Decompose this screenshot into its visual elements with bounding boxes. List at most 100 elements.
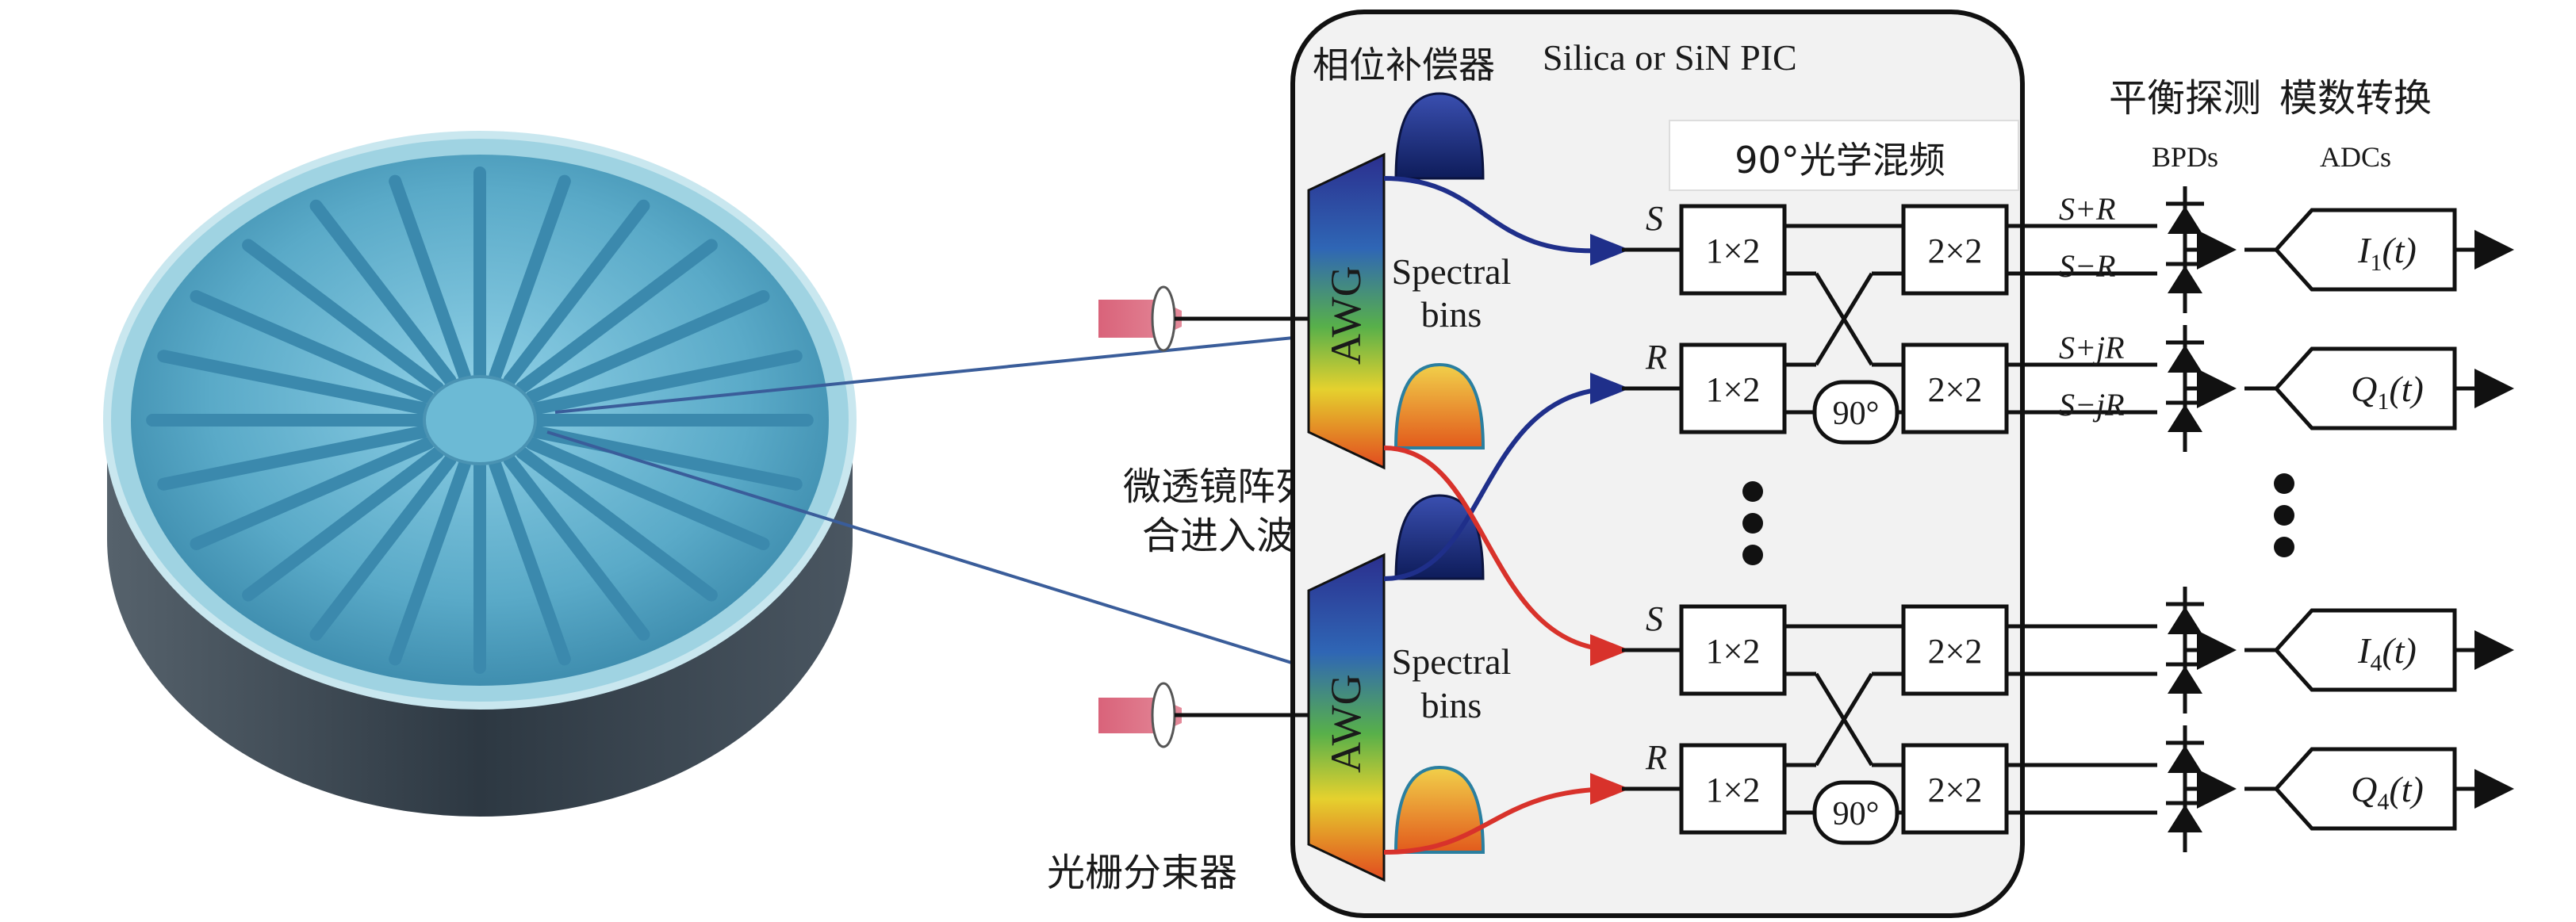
bpd-header-en: BPDs	[2152, 141, 2218, 173]
signal-label: R	[1645, 338, 1667, 377]
hybrid-output-label: S+jR	[2059, 330, 2125, 365]
lens-spoke	[516, 446, 718, 602]
signal-label: R	[1645, 738, 1667, 777]
hybrid-networks: S R 1×2 1×2 2×2 2×2 90° S+R S−R S+jR S−jR S R 1×2 1×2 2…	[1622, 191, 2157, 845]
photodiode	[2168, 805, 2202, 832]
photodiode	[2168, 666, 2202, 694]
adc-output-label: I1(t)	[2357, 230, 2417, 276]
splitter-1x2-label: 1×2	[1706, 370, 1761, 409]
lens-spoke	[389, 458, 471, 666]
coupler-2x2-label: 2×2	[1928, 231, 1983, 270]
blue-arrow-bottom	[1590, 373, 1630, 404]
signal-label: S	[1646, 199, 1663, 238]
blue-path-top	[1383, 176, 1619, 254]
phase-shifter-label: 90°	[1833, 796, 1880, 832]
lens-spoke	[389, 174, 471, 382]
splitter-1x2	[1679, 604, 1787, 696]
lens-spoke	[524, 437, 770, 550]
lens-spoke	[531, 350, 803, 415]
laser-bottom	[1098, 682, 1309, 748]
red-path-top	[1383, 446, 1619, 652]
photodiode	[2168, 606, 2202, 634]
lens-spokes	[146, 166, 814, 674]
detector-chain: I1(t) Q1(t) I4(t) Q4(t)	[2166, 186, 2514, 852]
lens-spoke	[157, 350, 429, 415]
phase-shifter-90	[1812, 380, 1899, 445]
phase-shifter-label: 90°	[1833, 396, 1880, 432]
phase-shifter-90	[1812, 780, 1899, 845]
photodiode	[2168, 266, 2202, 293]
waveguide	[1814, 272, 1874, 366]
signal-label: S	[1646, 599, 1663, 638]
coupler-2x2-label: 2×2	[1928, 632, 1983, 671]
signal-spectrum-top	[1394, 92, 1485, 180]
hybrid-output-label: S−jR	[2059, 387, 2125, 423]
phase-compensator-label: 相位补偿器	[1313, 44, 1495, 86]
hybrid-label: 90°光学混频	[1735, 139, 1945, 182]
photodiode	[2168, 345, 2202, 373]
photodiode	[2168, 404, 2202, 432]
adc-output-label: Q1(t)	[2351, 369, 2424, 415]
lens-spoke	[524, 290, 770, 404]
coupling-line-top	[554, 331, 1341, 414]
lens-spoke	[309, 453, 457, 641]
spectral-bins-top-line1: Spectral	[1392, 251, 1512, 292]
bpd-header-cn: 平衡探测	[2109, 76, 2261, 121]
lens-spoke	[503, 199, 650, 387]
lens-spoke	[503, 453, 650, 641]
spectral-bins-bottom-line2: bins	[1421, 685, 1482, 725]
blue-arrow-top	[1590, 234, 1630, 266]
reference-spectrum-bottom	[1393, 765, 1485, 854]
blue-path-bottom	[1383, 386, 1619, 581]
grating-splitter-label: 光栅分束器	[1047, 851, 1237, 895]
hybrid-label-box	[1669, 120, 2019, 191]
pic-chip-frame	[1290, 10, 2025, 918]
adc-output-label: Q4(t)	[2351, 769, 2424, 815]
hybrid-output-label: S+R	[2059, 191, 2115, 227]
lens-spoke	[190, 437, 435, 550]
pic-title: Silica or SiN PIC	[1543, 37, 1797, 78]
splitter-1x2-label: 1×2	[1706, 231, 1761, 270]
lens-spoke	[516, 239, 718, 394]
red-arrow-bottom	[1590, 773, 1630, 805]
lens-spoke	[242, 446, 444, 602]
lens-spoke	[157, 426, 429, 491]
adc-header-en: ADCs	[2320, 141, 2391, 173]
lens-spoke	[242, 239, 444, 394]
coupler-2x2-label: 2×2	[1928, 370, 1983, 409]
awg-label-bottom: AWG	[1322, 674, 1370, 773]
adc-header-cn: 模数转换	[2279, 76, 2432, 121]
signal-spectrum-bottom	[1394, 494, 1485, 580]
splitter-1x2-label: 1×2	[1706, 632, 1761, 671]
laser-top	[1098, 285, 1309, 352]
adc-output-label: I4(t)	[2357, 630, 2417, 676]
splitter-1x2-label: 1×2	[1706, 771, 1761, 809]
lens-spoke	[489, 174, 571, 382]
ellipsis-dots-center	[1742, 481, 1763, 565]
coupler-2x2-label: 2×2	[1928, 771, 1983, 809]
spectral-bins-top-line2: bins	[1421, 294, 1482, 335]
coupler-2x2	[1901, 604, 2009, 696]
spectral-bins-bottom-line1: Spectral	[1392, 641, 1512, 682]
ellipsis-dots-right	[2274, 473, 2294, 557]
hybrid-output-label: S−R	[2059, 248, 2115, 284]
lens-spoke	[489, 458, 571, 666]
photodiode	[2168, 206, 2202, 234]
splitter-1x2	[1679, 342, 1787, 434]
coupler-2x2	[1901, 204, 2009, 296]
reference-spectrum-top	[1393, 362, 1485, 450]
photodiode	[2168, 745, 2202, 773]
awg-bottom: AWG	[1307, 553, 1386, 882]
awg-label-top: AWG	[1322, 266, 1370, 365]
waveguide	[1814, 672, 1874, 767]
coupler-2x2	[1901, 342, 2009, 434]
lens-spoke	[190, 290, 435, 404]
awg-top: AWG	[1307, 152, 1386, 470]
red-path-bottom	[1383, 786, 1619, 855]
lens-spoke	[309, 199, 457, 387]
coupler-2x2	[1901, 743, 2009, 835]
coupling-line-bottom	[546, 430, 1341, 679]
red-arrow-top	[1590, 634, 1630, 666]
